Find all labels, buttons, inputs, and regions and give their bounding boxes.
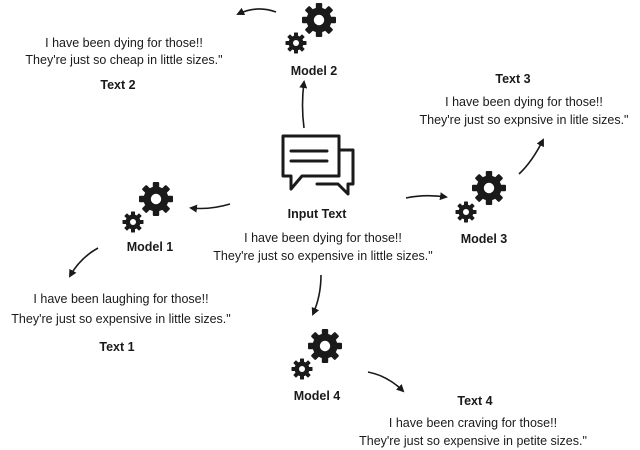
model-3-label: Model 3 [460,232,508,246]
text-3-line-2: They're just so expnsive in litle sizes.… [419,113,629,127]
arrow-model1-to-text1 [69,247,99,278]
model-2-gears-icon [285,3,336,54]
text-1-line-1: I have been laughing for those!! [33,292,209,306]
text-3-label: Text 3 [495,72,531,86]
arrow-input-to-model2 [299,80,308,129]
text-2-line-2: They're just so cheap in little sizes." [25,53,223,67]
arrow-input-to-model4 [311,274,322,316]
text-4-line-2: They're just so expensive in petite size… [359,434,587,448]
text-2-label: Text 2 [100,78,136,92]
model-4-label: Model 4 [293,389,341,403]
model-2-label: Model 2 [290,64,338,78]
arrow-model4-to-text4 [367,371,405,393]
arrow-input-to-model1 [189,203,231,213]
model-4-gears-icon [291,329,342,380]
input-text-line-2: They're just so expensive in little size… [213,249,433,263]
arrow-model3-to-text3 [518,138,544,175]
arrow-input-to-model3 [405,192,448,201]
model-1-label: Model 1 [126,240,174,254]
text-4-label: Text 4 [457,394,493,408]
text-1-label: Text 1 [99,340,135,354]
text-4-line-1: I have been craving for those!! [388,416,558,430]
text-3-line-1: I have been dying for those!! [445,95,603,109]
input-text-label: Input Text [287,207,347,221]
model-1-gears-icon [122,182,173,233]
chat-bubbles-icon [281,134,355,196]
model-3-gears-icon [455,171,506,223]
text-2-line-1: I have been dying for those!! [45,36,203,50]
text-1-line-2: They're just so expensive in little size… [11,312,231,326]
arrow-model2-to-text2 [236,7,277,16]
input-text-line-1: I have been dying for those!! [244,231,402,245]
